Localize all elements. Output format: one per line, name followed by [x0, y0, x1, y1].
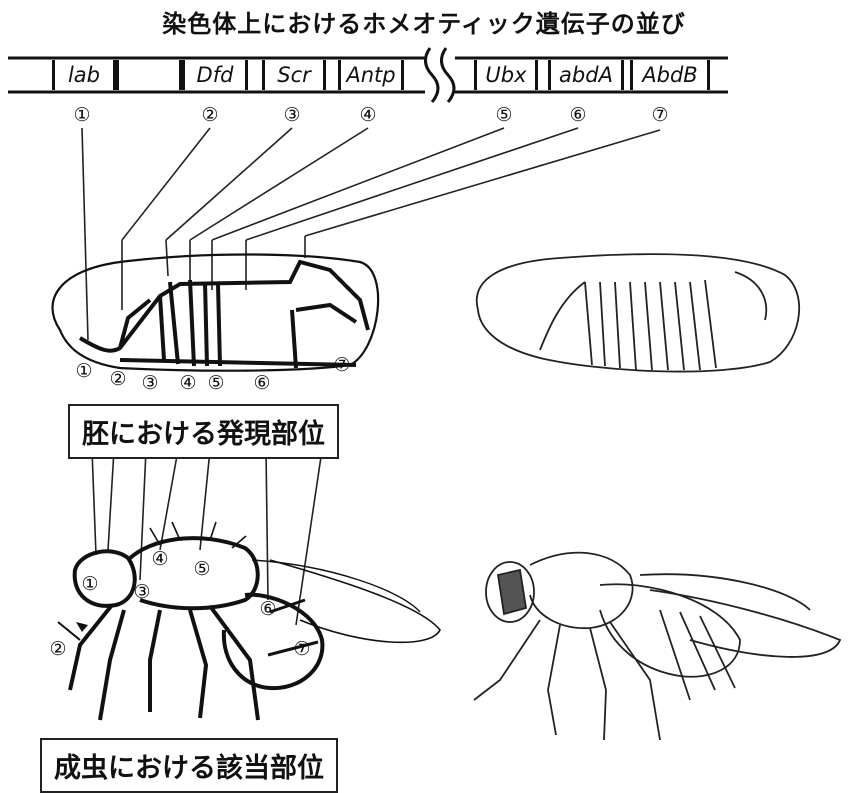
gene-empty	[116, 60, 182, 90]
gene-number-6: ⑥	[566, 106, 590, 125]
embryo-outline	[477, 254, 799, 371]
caption-adult-region: 成虫における該当部位	[40, 738, 338, 793]
embryo-number-2: ②	[106, 370, 130, 389]
gene-dfd: Dfd	[182, 60, 248, 90]
gene-number-2: ②	[198, 106, 222, 125]
gene-leader-lines	[82, 128, 660, 340]
gene-antp: Antp	[338, 60, 404, 90]
gene-number-7: ⑦	[648, 106, 672, 125]
gene-number-4: ④	[356, 106, 380, 125]
adult-number-7: ⑦	[290, 640, 314, 659]
adult-number-6: ⑥	[256, 600, 280, 619]
adult-number-5: ⑤	[190, 560, 214, 579]
gene-ubx: Ubx	[474, 60, 538, 90]
embryo-number-1: ①	[72, 362, 96, 381]
caption-embryo-expression: 胚における発現部位	[68, 404, 339, 459]
gene-abdb: AbdB	[630, 60, 710, 90]
embryo-number-7: ⑦	[330, 356, 354, 375]
adult-number-4: ④	[148, 550, 172, 569]
embryo-number-3: ③	[138, 374, 162, 393]
chromosome-break	[425, 48, 454, 102]
adult-number-2: ②	[46, 640, 70, 659]
embryo-expression	[53, 255, 379, 371]
gene-abda: abdA	[548, 60, 624, 90]
gene-lab: lab	[52, 60, 116, 90]
adult-fly-outline	[474, 553, 840, 740]
adult-fly-marked	[58, 522, 440, 720]
adult-number-1: ①	[78, 575, 102, 594]
gene-number-1: ①	[70, 106, 94, 125]
embryo-number-4: ④	[176, 374, 200, 393]
embryo-number-5: ⑤	[204, 374, 228, 393]
arrow-icon	[76, 622, 88, 632]
adult-number-3: ③	[130, 583, 154, 602]
gene-scr: Scr	[262, 60, 326, 90]
gene-number-5: ⑤	[492, 106, 516, 125]
gene-number-3: ③	[280, 106, 304, 125]
embryo-number-6: ⑥	[250, 374, 274, 393]
